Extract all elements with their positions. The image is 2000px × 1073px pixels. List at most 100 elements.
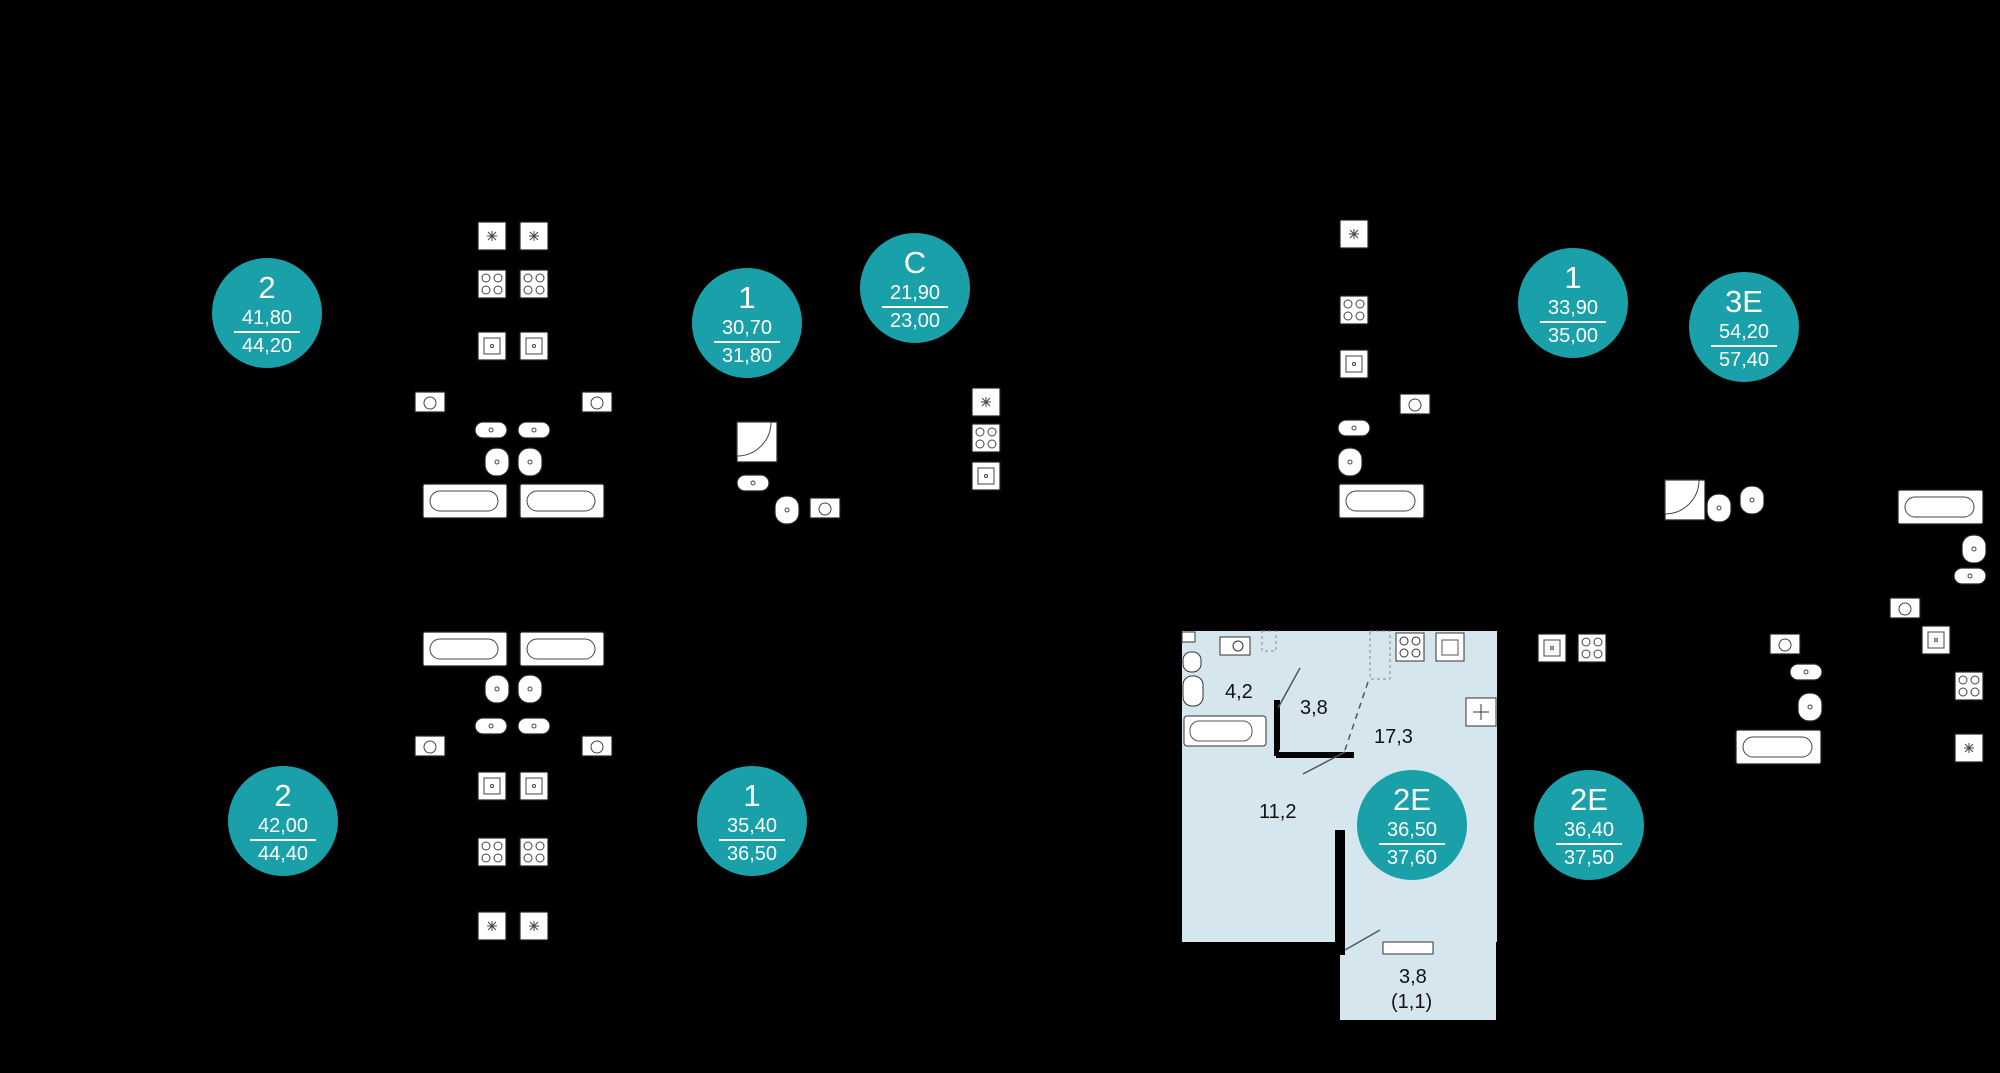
washbasin-icon bbox=[484, 447, 510, 477]
ventilation-icon bbox=[477, 221, 507, 251]
stove-icon bbox=[1411, 636, 1421, 646]
apartment-total-area: 44,40 bbox=[257, 843, 309, 865]
stove-icon bbox=[1954, 671, 1984, 701]
apartment-living-area: 35,40 bbox=[719, 815, 785, 841]
apartment-total-area: 31,80 bbox=[721, 345, 773, 367]
apartment-living-area: 41,80 bbox=[234, 307, 300, 333]
stove-icon bbox=[519, 837, 549, 867]
stove-icon bbox=[1411, 648, 1421, 658]
bathtub-icon bbox=[1735, 729, 1822, 765]
apartment-type: 2Е bbox=[1393, 782, 1431, 817]
toilet-tank bbox=[1181, 631, 1196, 643]
stove-icon bbox=[477, 269, 507, 299]
shower-icon bbox=[736, 421, 778, 463]
bathtub-icon bbox=[1338, 483, 1425, 519]
sink-icon bbox=[1537, 633, 1567, 663]
washbasin-icon bbox=[1706, 493, 1732, 523]
toilet-icon bbox=[1182, 675, 1204, 707]
bidet-icon bbox=[517, 717, 551, 735]
ventilation-icon bbox=[971, 387, 1001, 417]
apartment-total-area: 23,00 bbox=[889, 310, 941, 332]
sink-icon bbox=[477, 771, 507, 801]
apartment-type: С bbox=[903, 245, 927, 280]
stove-icon bbox=[1399, 648, 1409, 658]
sink-icon bbox=[1921, 625, 1951, 655]
room-area-label: 17,3 bbox=[1374, 726, 1413, 748]
washing-machine-icon bbox=[581, 735, 613, 757]
stove-icon bbox=[1399, 636, 1409, 646]
door-swing bbox=[1277, 667, 1301, 709]
sink-icon bbox=[1441, 639, 1459, 656]
highlighted-apartment[interactable] bbox=[1181, 630, 1497, 1020]
washbasin-icon bbox=[1337, 447, 1363, 477]
bidet-icon bbox=[517, 421, 551, 439]
sink-icon bbox=[519, 331, 549, 361]
stove-icon bbox=[477, 837, 507, 867]
bidet-icon bbox=[1789, 663, 1823, 681]
sink-icon bbox=[477, 331, 507, 361]
ventilation-icon bbox=[1954, 733, 1984, 763]
apartment-living-area: 36,50 bbox=[1379, 819, 1445, 845]
apartment-total-area: 44,20 bbox=[241, 335, 293, 357]
bathtub-icon bbox=[1183, 715, 1267, 747]
bathtub-icon bbox=[1189, 720, 1253, 742]
fixture-icons bbox=[414, 219, 1987, 941]
sink-icon bbox=[1435, 632, 1465, 662]
balcony-door bbox=[1382, 941, 1434, 955]
room-area-label: 4,2 bbox=[1225, 681, 1253, 703]
stove-icon bbox=[1577, 633, 1607, 663]
balcony-reduced-area-label: (1,1) bbox=[1391, 991, 1433, 1013]
apartment-living-area: 33,90 bbox=[1540, 297, 1606, 323]
apartment-total-area: 35,00 bbox=[1547, 325, 1599, 347]
washbasin-icon bbox=[1739, 485, 1765, 515]
apartment-type: 3Е bbox=[1725, 284, 1763, 319]
sink-icon bbox=[971, 461, 1001, 491]
washbasin-icon bbox=[517, 674, 543, 704]
ventilation-icon bbox=[519, 221, 549, 251]
washbasin-icon bbox=[1219, 636, 1251, 656]
sink-icon bbox=[519, 771, 549, 801]
washbasin-icon bbox=[484, 674, 510, 704]
apartment-living-area: 21,90 bbox=[882, 282, 948, 308]
toilet-icon bbox=[1182, 651, 1202, 673]
washing-machine-icon bbox=[1399, 393, 1431, 415]
bathtub-icon bbox=[422, 631, 508, 667]
washing-machine-icon bbox=[1889, 597, 1921, 619]
washing-machine-icon bbox=[414, 735, 446, 757]
washing-machine-icon bbox=[809, 497, 841, 519]
washbasin-icon bbox=[1232, 640, 1244, 652]
washbasin-icon bbox=[1961, 534, 1987, 564]
bidet-icon bbox=[474, 717, 508, 735]
partition-wall bbox=[1335, 830, 1345, 955]
washing-machine-icon bbox=[1769, 633, 1801, 655]
door-swing bbox=[1302, 751, 1346, 775]
apartment-living-area: 30,70 bbox=[714, 317, 780, 343]
apartment-type: 2Е bbox=[1570, 782, 1608, 817]
partition-wall bbox=[1274, 700, 1280, 750]
washbasin-icon bbox=[774, 495, 800, 525]
ventilation-icon bbox=[477, 911, 507, 941]
apartment-living-area: 42,00 bbox=[250, 815, 316, 841]
washing-machine-icon bbox=[414, 391, 446, 413]
bathtub-icon bbox=[519, 483, 605, 519]
vent-shaft bbox=[1261, 630, 1277, 652]
bidet-icon bbox=[736, 474, 770, 492]
apartment-type: 2 bbox=[274, 778, 292, 813]
apartment-type: 2 bbox=[258, 270, 276, 305]
stove-icon bbox=[971, 423, 1001, 453]
partition-wall bbox=[1276, 752, 1354, 758]
stove-icon bbox=[1395, 632, 1425, 662]
stove-icon bbox=[1339, 295, 1369, 325]
apartment-living-area: 36,40 bbox=[1556, 819, 1622, 845]
